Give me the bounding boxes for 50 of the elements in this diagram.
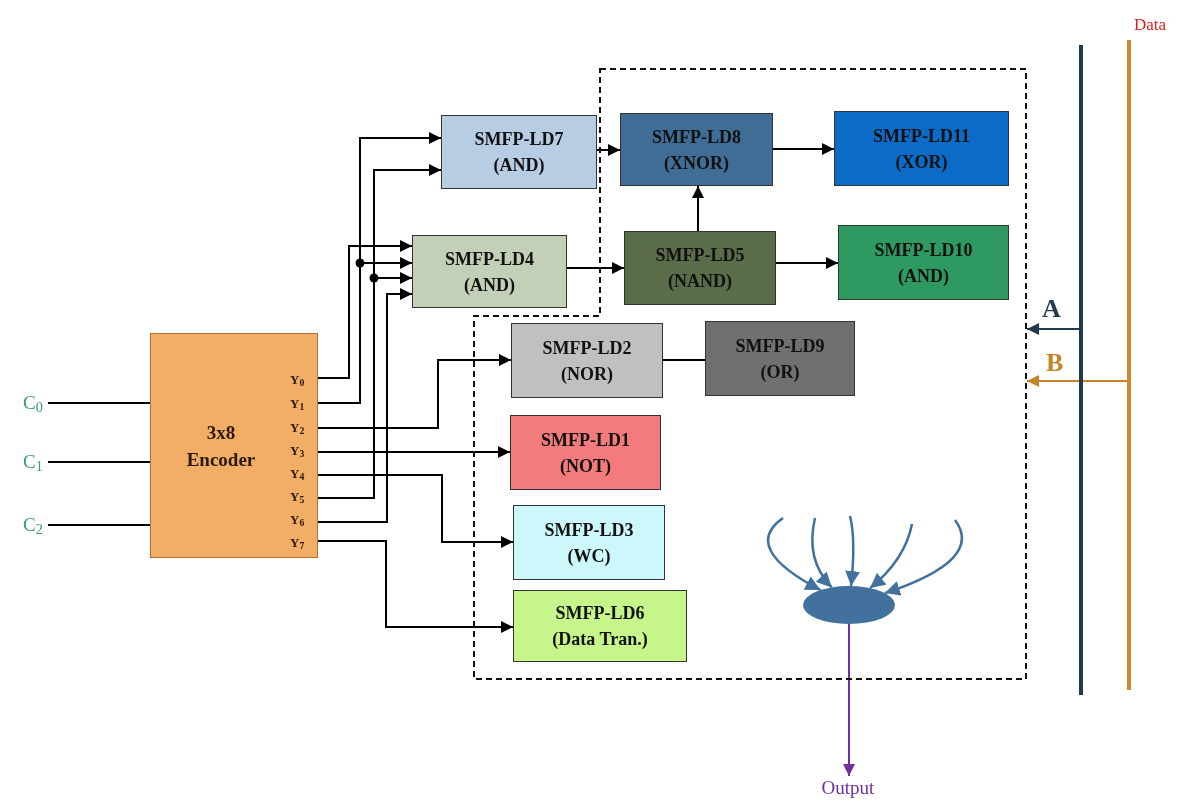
logic-block: SMFP-LD4 (AND) bbox=[412, 235, 567, 308]
connector bbox=[1026, 323, 1080, 335]
connector bbox=[775, 257, 839, 269]
logic-block: SMFP-LD1 (NOT) bbox=[510, 415, 661, 490]
pin-label: Y$_{1}$ bbox=[290, 397, 305, 410]
edge-label: A bbox=[1042, 296, 1061, 322]
connector bbox=[47, 461, 151, 463]
curved-arrow bbox=[811, 517, 833, 589]
pin-label: Y$_{0}$ bbox=[290, 373, 305, 386]
connector bbox=[843, 623, 855, 777]
logic-block: SMFP-LD11 (XOR) bbox=[834, 111, 1009, 186]
connector bbox=[317, 474, 514, 548]
connector bbox=[317, 240, 413, 379]
curved-arrow bbox=[845, 515, 860, 587]
connector bbox=[566, 262, 625, 274]
connector bbox=[596, 144, 621, 156]
logic-block: SMFP-LD5 (NAND) bbox=[624, 231, 776, 305]
connector bbox=[47, 524, 151, 526]
edge-label: B bbox=[1046, 350, 1064, 376]
pin-label: Y$_{4}$ bbox=[290, 467, 305, 480]
logic-block: SMFP-LD10 (AND) bbox=[838, 225, 1009, 300]
logic-block: SMFP-LD2 (NOR) bbox=[511, 323, 663, 398]
curved-arrow bbox=[869, 523, 914, 590]
signal-label: C$_{2}$ bbox=[18, 512, 48, 538]
logic-block: SMFP-LD7 (AND) bbox=[441, 115, 597, 189]
output-ellipse bbox=[803, 586, 895, 624]
connector bbox=[772, 143, 835, 155]
logic-block: SMFP-LD8 (XNOR) bbox=[620, 113, 773, 186]
logic-block: SMFP-LD6 (Data Tran.) bbox=[513, 590, 687, 662]
pin-label: Y$_{6}$ bbox=[290, 513, 305, 526]
connector bbox=[1026, 375, 1128, 387]
connector bbox=[317, 446, 511, 458]
signal-label: C$_{1}$ bbox=[18, 449, 48, 475]
curved-arrow bbox=[884, 519, 964, 596]
bus-label: Data bbox=[1134, 14, 1167, 36]
connector bbox=[317, 540, 514, 633]
logic-block: SMFP-LD3 (WC) bbox=[513, 505, 665, 580]
pin-label: Y$_{5}$ bbox=[290, 490, 305, 503]
signal-label: C$_{0}$ bbox=[18, 390, 48, 416]
signal-label: Output bbox=[816, 776, 880, 800]
pin-label: Y$_{7}$ bbox=[290, 536, 305, 549]
connector bbox=[47, 402, 151, 404]
curved-arrow bbox=[766, 517, 822, 592]
connector bbox=[317, 288, 413, 523]
pin-label: Y$_{3}$ bbox=[290, 444, 305, 457]
pin-label: Y$_{2}$ bbox=[290, 421, 305, 434]
logic-block: SMFP-LD9 (OR) bbox=[705, 321, 855, 396]
connector bbox=[317, 354, 512, 429]
connector bbox=[662, 359, 706, 361]
connector bbox=[692, 185, 704, 232]
